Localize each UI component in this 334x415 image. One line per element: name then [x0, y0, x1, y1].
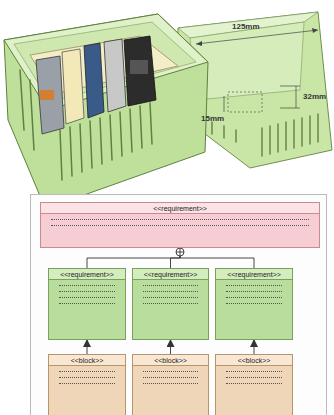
placeholder-line	[59, 285, 115, 286]
placeholder-line	[59, 291, 115, 292]
containment-line	[87, 248, 184, 268]
stereotype-label: <<block>>	[133, 355, 208, 366]
placeholder-line	[226, 285, 282, 286]
placeholder-line	[143, 371, 198, 372]
placeholder-line	[143, 383, 198, 384]
stereotype-label: <<requirement>>	[216, 269, 292, 280]
stereotype-label: <<requirement>>	[133, 269, 208, 280]
placeholder-line	[226, 383, 282, 384]
placeholder-line	[59, 371, 115, 372]
placeholder-line	[226, 303, 282, 304]
placeholder-line	[226, 291, 282, 292]
placeholder-line	[226, 297, 282, 298]
stereotype-label: <<requirement>>	[49, 269, 125, 280]
placeholder-line	[143, 285, 198, 286]
stereotype-label: <<block>>	[49, 355, 125, 366]
requirement-box: <<requirement>>	[215, 268, 293, 340]
satisfy-arrow	[254, 340, 255, 354]
block-box: <<block>>	[215, 354, 293, 415]
block-box: <<block>>	[132, 354, 209, 415]
parent-requirement: <<requirement>>	[40, 202, 320, 248]
block-box: <<block>>	[48, 354, 126, 415]
placeholder-line	[59, 383, 115, 384]
placeholder-line	[226, 377, 282, 378]
containment-line	[171, 256, 181, 268]
placeholder-line	[59, 377, 115, 378]
placeholder-line	[143, 297, 198, 298]
dimension-label: 32mm	[303, 92, 326, 101]
containment-line	[180, 256, 254, 268]
placeholder-line	[51, 219, 309, 220]
stereotype-label: <<block>>	[216, 355, 292, 366]
dimension-label: 125mm	[232, 22, 260, 31]
placeholder-line	[226, 371, 282, 372]
requirement-box: <<requirement>>	[48, 268, 126, 340]
placeholder-line	[143, 303, 198, 304]
stereotype-label: <<requirement>>	[41, 203, 319, 214]
satisfy-arrow	[170, 340, 171, 354]
satisfy-arrow	[87, 340, 88, 354]
requirement-box: <<requirement>>	[132, 268, 209, 340]
placeholder-line	[143, 377, 198, 378]
placeholder-line	[59, 303, 115, 304]
placeholder-line	[143, 291, 198, 292]
placeholder-line	[59, 297, 115, 298]
placeholder-line	[51, 225, 309, 226]
dimension-label: 15mm	[201, 114, 224, 123]
